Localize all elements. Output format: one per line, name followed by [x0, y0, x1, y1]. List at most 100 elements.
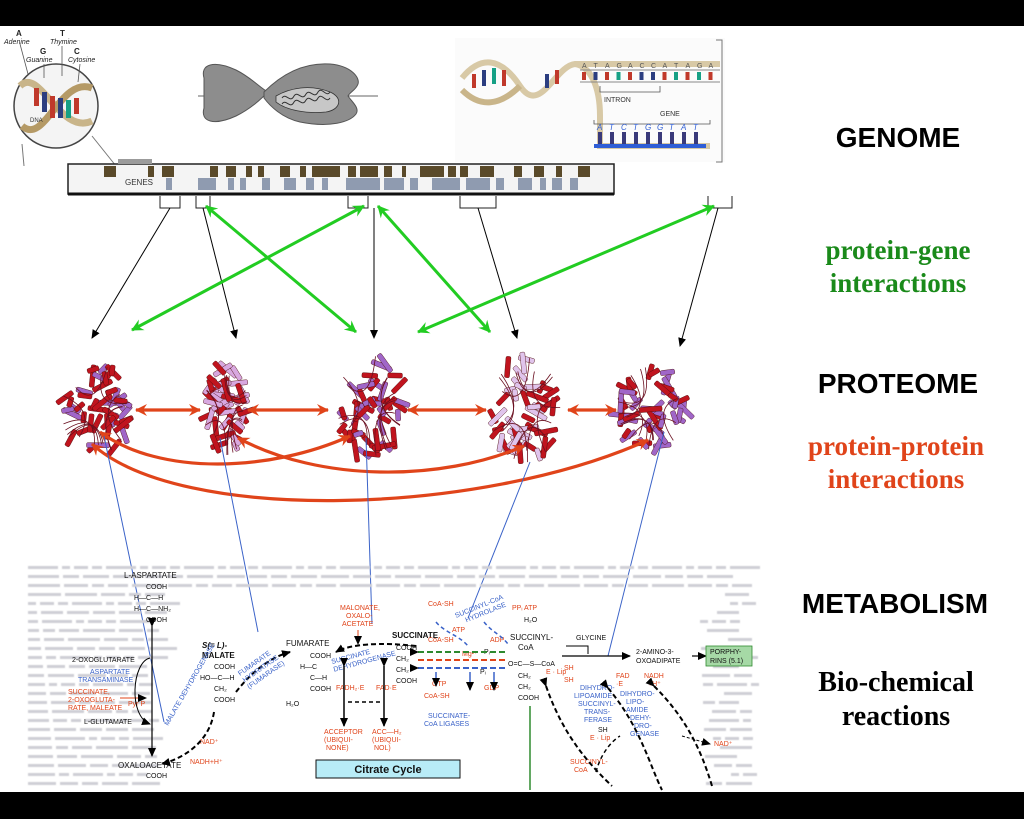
oxaloacetate-label: OXALOACETATE — [118, 761, 181, 770]
background-text-line — [60, 782, 78, 785]
adp-label: ADP — [490, 637, 505, 644]
protein-gene-line-2: interactions — [829, 268, 967, 298]
biochemical-line-1: Bio-chemical — [818, 667, 974, 698]
background-text-line — [28, 665, 43, 668]
gene-bar-dark — [480, 166, 494, 177]
background-text-line — [92, 566, 102, 569]
background-text-line — [101, 593, 125, 596]
protein-loop — [625, 367, 647, 404]
e-label: ·E — [616, 681, 623, 688]
background-text-line — [124, 656, 134, 659]
coa-sh-3: CoA-SH — [424, 693, 450, 700]
protein-strand — [206, 374, 222, 390]
background-text-line — [71, 719, 81, 722]
dihydrolipoamide-dh-2: LIPO- — [626, 699, 645, 706]
gene-bar-light — [322, 178, 328, 190]
bottom-black-bar — [0, 792, 1024, 819]
background-text-line — [574, 566, 604, 569]
dihydrolipoamide-trans-1: DIHYDRO- — [580, 685, 615, 692]
background-text-line — [148, 638, 168, 641]
background-text-line — [584, 584, 608, 587]
background-text-line — [386, 566, 400, 569]
background-text-line — [99, 647, 115, 650]
protein-protein-interaction-arrows — [90, 404, 649, 503]
malate-hoch: HO—C—H — [200, 675, 235, 682]
background-text-line — [652, 584, 684, 587]
background-text-line — [106, 602, 114, 605]
acceptor-2: (UBIQUI- — [324, 737, 353, 744]
background-text-line — [418, 566, 448, 569]
protein-strand — [55, 390, 74, 405]
background-text-line — [54, 728, 76, 731]
background-text-line — [88, 620, 102, 623]
protein-loop — [224, 375, 246, 398]
background-text-line — [58, 764, 86, 767]
nadh-label-2: NADH — [644, 673, 664, 680]
protein-loop — [629, 422, 665, 440]
background-text-line — [743, 773, 757, 776]
background-text-line — [131, 719, 145, 722]
background-text-line — [730, 728, 752, 731]
gene-label: GENE — [660, 111, 680, 118]
background-text-line — [704, 728, 726, 731]
gene-brackets — [159, 196, 733, 209]
bottom-sequence-rung — [622, 132, 626, 144]
gene-bar-dark — [104, 166, 112, 177]
h2o-label: H₂O — [286, 701, 300, 708]
protein-strand — [391, 376, 408, 394]
background-text-line — [119, 665, 147, 668]
background-text-line — [94, 656, 102, 659]
background-text-line — [68, 638, 100, 641]
background-text-line — [28, 692, 46, 695]
background-text-line — [145, 575, 163, 578]
protein-strand — [61, 406, 75, 414]
protein-strand — [212, 360, 227, 376]
background-text-line — [43, 629, 55, 632]
fumarate-hc: H—C — [300, 664, 317, 671]
background-text-line — [717, 683, 747, 686]
bottom-sequence-letter: T — [669, 123, 675, 132]
background-text-line — [149, 719, 159, 722]
pp-atp-label: PPᵢ ATP — [512, 605, 537, 612]
background-text-line — [81, 755, 113, 758]
l-glutamate-label: L-GLUTAMATE — [84, 719, 132, 726]
protein-loop — [500, 373, 515, 428]
base-letter-c: C — [74, 47, 80, 56]
background-text-line — [713, 665, 739, 668]
background-text-line — [725, 737, 739, 740]
top-sequence-letter: C — [651, 63, 656, 70]
malate-cooh-2: COOH — [214, 697, 235, 704]
protein-structures — [55, 351, 695, 464]
top-sequence-letter: T — [674, 63, 679, 70]
background-text-line — [132, 746, 156, 749]
background-text-line — [119, 629, 143, 632]
protein-loop — [517, 371, 553, 393]
dihydrolipoamide-trans-4: TRANS- — [584, 709, 611, 716]
protein-loop — [626, 375, 641, 418]
protein-protein-line-2: interactions — [827, 464, 965, 494]
gene-bar-dark — [246, 166, 252, 177]
background-text-line — [137, 773, 147, 776]
background-text-line — [374, 566, 382, 569]
gene-bar-dark — [460, 166, 468, 177]
atp-label: ATP — [452, 627, 465, 634]
background-text-line — [102, 782, 128, 785]
gene-bar-dark — [258, 166, 264, 177]
gtp-label: GTP — [432, 681, 447, 688]
bottom-sequence-rung — [610, 132, 614, 144]
background-text-line — [28, 620, 38, 623]
protein-strand — [621, 428, 632, 439]
succinyl-ch2-1: CH₂ — [518, 673, 531, 680]
background-text-line — [104, 638, 128, 641]
background-text-line — [561, 575, 579, 578]
background-text-line — [85, 719, 115, 722]
gene-bar-dark — [112, 166, 116, 177]
protein-strand — [653, 427, 669, 445]
background-text-line — [732, 584, 752, 587]
protein-strand — [102, 406, 120, 420]
background-text-line — [95, 701, 115, 704]
background-text-line — [542, 566, 556, 569]
background-text-line — [64, 584, 88, 587]
background-text-line — [730, 602, 738, 605]
